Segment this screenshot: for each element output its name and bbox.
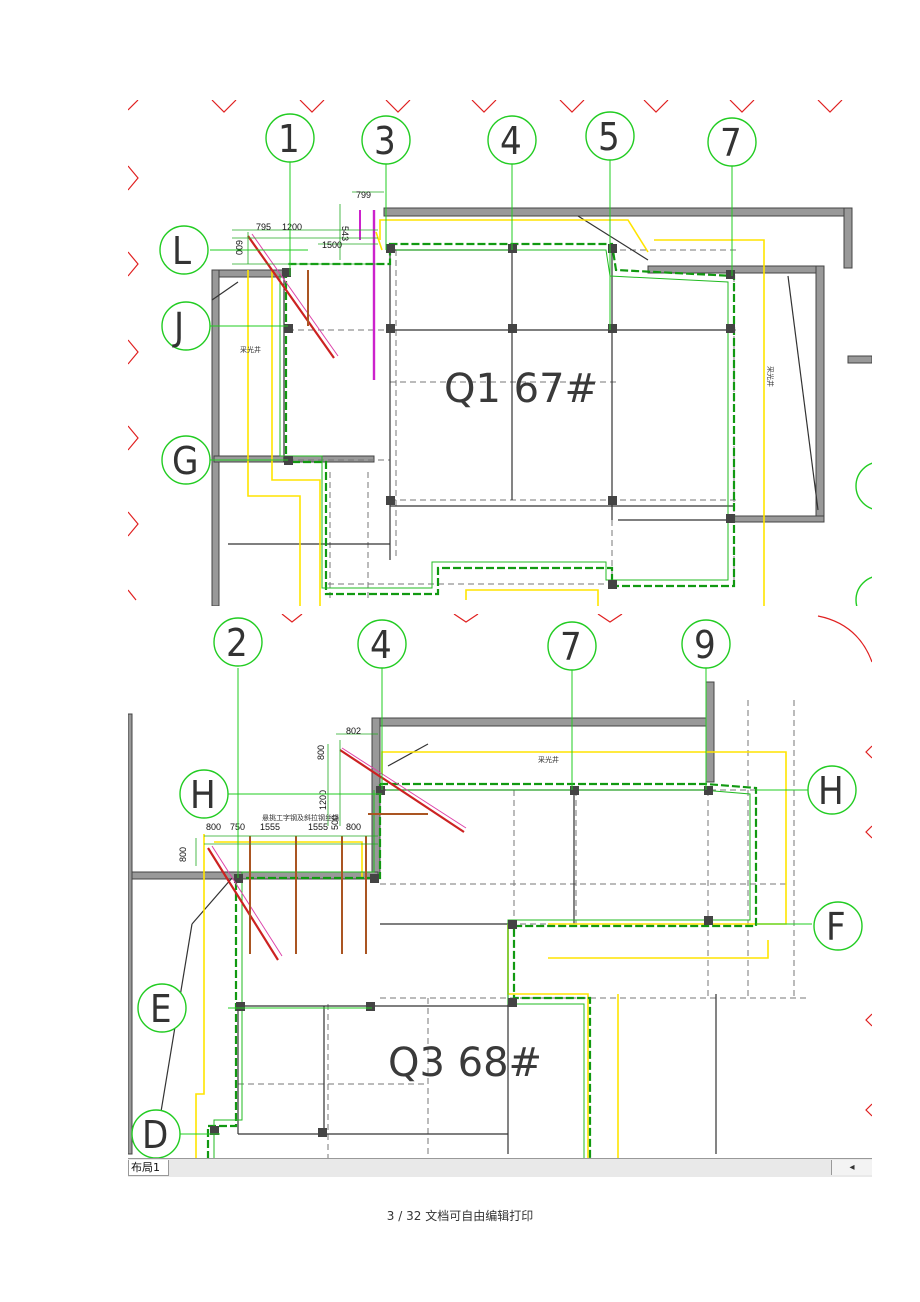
svg-text:5: 5 <box>598 115 620 159</box>
axis-bubble-2: 2 <box>213 617 263 667</box>
svg-text:7: 7 <box>720 121 742 165</box>
axis-bubble-partial-right <box>855 462 872 606</box>
note-top-right: 采光井 <box>766 366 775 387</box>
axis-bubble-E: E <box>137 983 187 1033</box>
axis-bubble-4: 4 <box>487 115 537 165</box>
section-marks <box>128 100 843 601</box>
dim-802: 802 <box>346 726 361 736</box>
green-inner <box>213 789 751 1158</box>
dimension-lines <box>195 733 378 866</box>
beams <box>211 215 819 560</box>
axis-bubble-5: 5 <box>585 111 635 161</box>
svg-text:4: 4 <box>500 119 522 163</box>
note-bottom-steel: 悬挑工字钢及斜拉钢丝绳 <box>262 813 339 822</box>
layout-tab[interactable]: 布局1 <box>128 1160 169 1176</box>
axis-bubble-4b: 4 <box>357 619 407 669</box>
dim-500: 500 <box>330 815 340 830</box>
axis-bubble-L: L <box>159 225 209 275</box>
yellow-lines <box>195 751 787 1158</box>
dimension-lines <box>232 191 384 265</box>
green-inner <box>279 249 729 589</box>
layout-tab-bar: 布局1 ◂ <box>128 1158 872 1177</box>
columns <box>282 244 735 589</box>
dim-795: 795 <box>256 222 271 232</box>
axis-bubble-D: D <box>131 1109 181 1159</box>
svg-text:7: 7 <box>560 625 582 669</box>
axis-bubble-7b: 7 <box>547 621 597 671</box>
green-boundary <box>284 242 736 596</box>
note-top-left: 采光井 <box>240 345 261 354</box>
svg-text:D: D <box>142 1113 168 1157</box>
dim-1200: 1200 <box>318 790 328 810</box>
dim-799: 799 <box>356 190 371 200</box>
dim-1555-a: 1555 <box>260 822 280 832</box>
green-boundary <box>206 782 758 1158</box>
bottom-plan-svg: 802 800 1200 800 750 1555 1555 500 800 8… <box>128 614 872 1159</box>
svg-text:J: J <box>172 305 184 349</box>
svg-text:1: 1 <box>278 117 300 161</box>
svg-text:3: 3 <box>374 119 396 163</box>
dim-1500: 1500 <box>322 240 342 250</box>
axis-bubble-H-left: H <box>179 769 229 819</box>
cantilever-steel <box>207 747 467 961</box>
dim-600: 600 <box>234 240 244 255</box>
top-drawing: 799 795 1200 1500 543 600 采光井 采光井 1 3 4 … <box>128 100 872 606</box>
svg-text:L: L <box>172 229 191 273</box>
axis-bubble-9: 9 <box>681 619 731 669</box>
dim-543: 543 <box>340 226 350 241</box>
room-label-q1: Q1 67# <box>444 366 598 412</box>
dim-800-b: 800 <box>346 822 361 832</box>
axis-bubble-J: J <box>161 301 211 351</box>
svg-text:H: H <box>818 769 844 813</box>
axis-bubble-G: G <box>161 435 211 485</box>
grid-lines <box>228 249 738 600</box>
columns <box>210 786 713 1137</box>
yellow-lines <box>247 219 765 606</box>
svg-text:4: 4 <box>370 623 392 667</box>
scroll-left-icon[interactable]: ◂ <box>831 1160 872 1175</box>
bottom-drawing: 802 800 1200 800 750 1555 1555 500 800 8… <box>128 614 872 1176</box>
axis-leaders <box>180 668 812 1135</box>
svg-text:9: 9 <box>694 623 716 667</box>
dim-1200: 1200 <box>282 222 302 232</box>
axis-bubble-1: 1 <box>265 113 315 163</box>
top-plan-svg: 799 795 1200 1500 543 600 采光井 采光井 1 3 4 … <box>128 100 872 606</box>
note-bottom: 采光井 <box>538 755 559 764</box>
svg-text:H: H <box>190 773 216 817</box>
cantilever-steel <box>247 210 376 380</box>
room-label-q3: Q3 68# <box>388 1040 542 1086</box>
axis-bubble-F: F <box>813 901 863 951</box>
axis-bubble-3: 3 <box>361 115 411 165</box>
page-footer: 3 / 32 文档可自由编辑打印 <box>386 1209 534 1223</box>
section-marks <box>281 614 872 1117</box>
axis-bubble-7: 7 <box>707 117 757 167</box>
svg-text:E: E <box>150 987 172 1031</box>
dim-800-a: 800 <box>206 822 221 832</box>
axis-bubble-H-right: H <box>807 765 857 815</box>
svg-text:2: 2 <box>226 621 248 665</box>
dim-1555-b: 1555 <box>308 822 328 832</box>
dim-800-vert: 800 <box>316 745 326 760</box>
svg-text:F: F <box>826 905 846 949</box>
axis-leaders <box>210 160 733 461</box>
dim-800-left: 800 <box>178 847 188 862</box>
svg-text:G: G <box>172 439 199 483</box>
